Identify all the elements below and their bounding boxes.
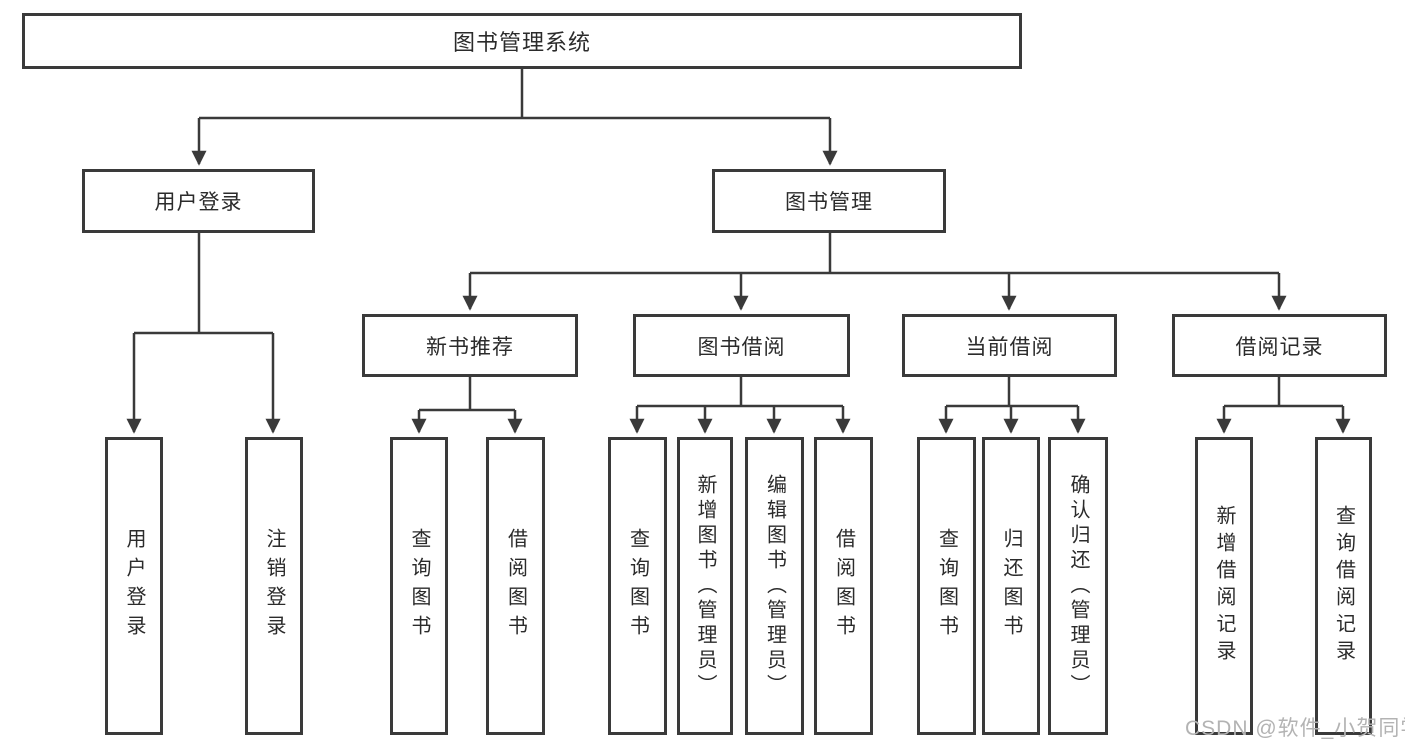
connector-root [191,69,838,166]
connector-book-management [462,233,1287,311]
leaf-confirm-return-admin: 确认归还（管理员） [1048,437,1108,735]
connector-borrowing-records [1216,377,1351,434]
leaf-borrow-books-recommend: 借阅图书 [486,437,545,735]
leaf-add-borrow-record: 新增借阅记录 [1195,437,1253,735]
node-book-management: 图书管理 [712,169,946,233]
connector-current-borrowing [938,377,1086,434]
leaf-query-books-recommend: 查询图书 [390,437,448,735]
leaf-query-books-current: 查询图书 [917,437,976,735]
node-book-borrowing: 图书借阅 [633,314,850,377]
connector-user-login [126,233,281,434]
connector-book-borrowing [629,377,851,434]
leaf-logout: 注销登录 [245,437,303,735]
leaf-user-login: 用户登录 [105,437,163,735]
connector-new-book-recommend [411,377,523,434]
leaf-query-borrow-record: 查询借阅记录 [1315,437,1372,735]
leaf-borrow-books-borrowing: 借阅图书 [814,437,873,735]
node-new-book-recommend: 新书推荐 [362,314,578,377]
leaf-add-books-admin: 新增图书（管理员） [677,437,733,735]
node-user-login: 用户登录 [82,169,315,233]
node-current-borrowing: 当前借阅 [902,314,1117,377]
watermark: CSDN @软件_小贺同学 [1185,717,1405,740]
leaf-query-books-borrowing: 查询图书 [608,437,667,735]
node-root: 图书管理系统 [22,13,1022,69]
leaf-edit-books-admin: 编辑图书（管理员） [745,437,804,735]
node-borrowing-records: 借阅记录 [1172,314,1387,377]
leaf-return-books: 归还图书 [982,437,1040,735]
